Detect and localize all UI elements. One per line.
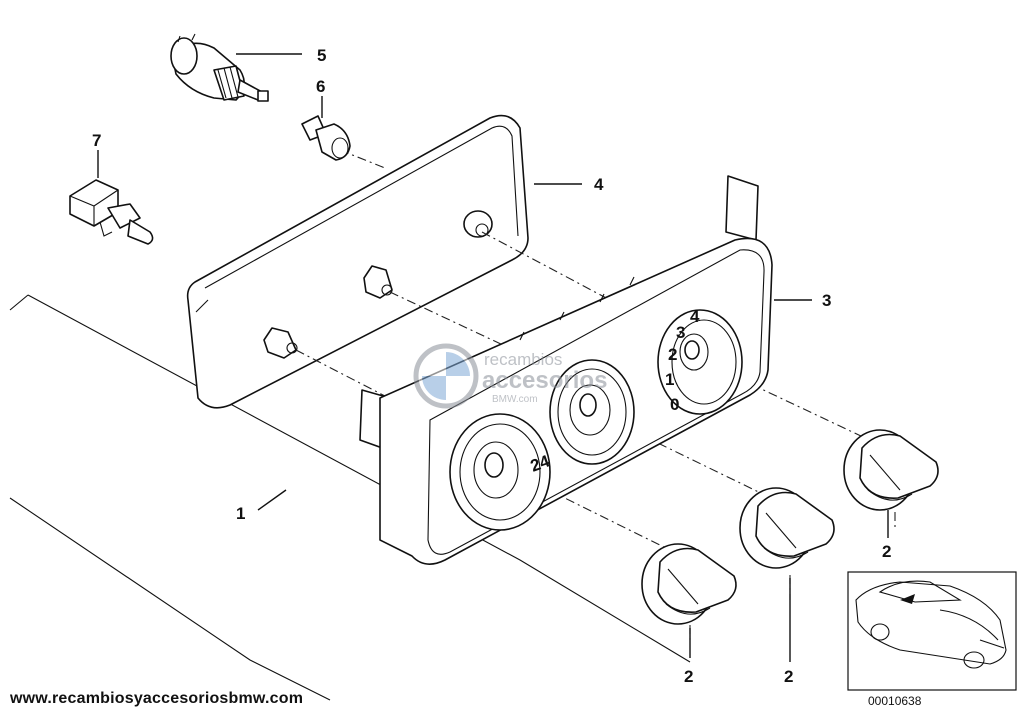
vehicle-thumbnail [847,571,1017,691]
knob-right [843,429,939,511]
connector-bulb [69,179,154,245]
callout-1: 1 [236,504,245,523]
callout-2-right: 2 [882,542,891,561]
watermark-line2: accesorios [482,367,607,394]
watermark-line3: BMW.com [492,394,538,405]
bmw-roundel-icon [413,343,479,409]
callout-3: 3 [822,291,831,310]
leader-lines [97,53,889,662]
dial-marking-2: 2 [668,345,677,364]
callout-2-middle: 2 [784,667,793,686]
grommet-right [463,210,493,238]
watermark: recambios accesorios BMW.com [413,343,607,409]
dial-marking-4: 4 [690,307,700,326]
dial-marking-1: 1 [665,370,674,389]
knob-middle [739,487,835,569]
callout-4: 4 [594,175,604,194]
footer-url: www.recambiosyaccesoriosbmw.com [10,690,304,707]
assembly-floor-outline [9,294,691,701]
switch [170,33,269,102]
diagram-code: 00010638 [868,694,922,708]
grommet-middle [363,265,393,299]
callout-7: 7 [92,131,101,150]
car-icon [855,580,1007,669]
dial-marking-0: 0 [670,395,679,414]
front-control-panel: 24 0 1 2 3 4 [359,175,773,565]
dial-right: 0 1 2 3 4 [657,307,743,415]
bulb-holder [301,115,351,161]
watermark-line1: recambios [484,350,562,369]
rear-housing [186,114,529,409]
dial-middle [549,359,635,465]
callout-5: 5 [317,46,326,65]
knob-left [641,543,737,625]
callout-2-left: 2 [684,667,693,686]
callout-6: 6 [316,77,325,96]
dial-marking-3: 3 [676,323,685,342]
dial-left: 24 [449,413,553,531]
